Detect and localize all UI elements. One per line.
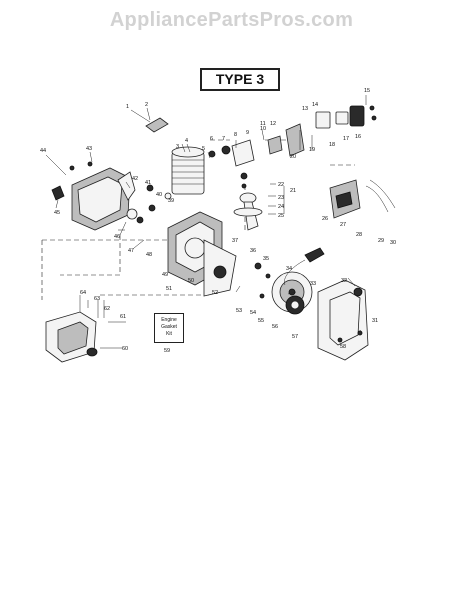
- callout-52: 52: [212, 290, 218, 296]
- fuel-tank: [45, 295, 105, 363]
- cylinder: [145, 117, 205, 195]
- callout-28: 28: [356, 232, 362, 238]
- callout-3: 3: [176, 144, 179, 150]
- kit-line-2: Gasket: [161, 324, 177, 330]
- callout-23: 23: [278, 195, 284, 201]
- callout-55: 55: [258, 318, 264, 324]
- callout-22: 22: [278, 182, 284, 188]
- callout-57: 57: [292, 334, 298, 340]
- callout-26: 26: [322, 216, 328, 222]
- small-hardware: [69, 105, 377, 343]
- recoil-housing: [317, 279, 369, 361]
- callout-11: 11: [260, 121, 266, 127]
- kit-line-3: Kit: [166, 331, 172, 337]
- piston-rod: [233, 192, 263, 231]
- callout-41: 41: [145, 180, 151, 186]
- callout-21: 21: [290, 188, 296, 194]
- callout-14: 14: [312, 102, 318, 108]
- starter-handle: [284, 247, 325, 286]
- carburetor-assembly: [231, 105, 365, 167]
- callout-58: 58: [340, 344, 346, 350]
- callout-2: 2: [145, 102, 148, 108]
- callout-53: 53: [236, 308, 242, 314]
- callout-17: 17: [343, 136, 349, 142]
- callout-56: 56: [272, 324, 278, 330]
- kit-part-number: 59: [164, 348, 171, 354]
- callout-48: 48: [146, 252, 152, 258]
- callout-32: 32: [341, 278, 347, 284]
- callout-44: 44: [40, 148, 46, 154]
- callout-50: 50: [188, 278, 194, 284]
- callout-16: 16: [355, 134, 361, 140]
- callout-18: 18: [329, 142, 335, 148]
- callout-25: 25: [278, 213, 284, 219]
- callout-labels: 1 2 3 4 5 6 7 8 9 10 11 12 13 14 15 16 1…: [40, 88, 396, 352]
- callout-4: 4: [185, 138, 188, 144]
- callout-1: 1: [126, 104, 129, 110]
- callout-24: 24: [278, 204, 284, 210]
- callout-7: 7: [222, 136, 225, 142]
- callout-5: 5: [202, 146, 205, 152]
- callout-61: 61: [120, 314, 126, 320]
- callout-64: 64: [80, 290, 86, 296]
- callout-12: 12: [270, 121, 276, 127]
- type-title-box: TYPE 3: [200, 68, 280, 91]
- callout-40: 40: [156, 192, 162, 198]
- callout-36: 36: [250, 248, 256, 254]
- callout-34: 34: [286, 266, 292, 272]
- callout-10: 10: [260, 126, 266, 132]
- callout-54: 54: [250, 310, 256, 316]
- callout-63: 63: [94, 296, 100, 302]
- callout-8: 8: [234, 132, 237, 138]
- callout-33: 33: [310, 281, 316, 287]
- callout-30: 30: [390, 240, 396, 246]
- callout-13: 13: [302, 106, 308, 112]
- callout-31: 31: [372, 318, 378, 324]
- callout-37: 37: [232, 238, 238, 244]
- assembly-guide-lines: [41, 139, 355, 300]
- callout-46: 46: [114, 234, 120, 240]
- callout-39: 39: [168, 198, 174, 204]
- engine-gasket-kit-box: Engine Gasket Kit: [154, 313, 184, 343]
- callout-9: 9: [246, 130, 249, 136]
- callout-43: 43: [86, 146, 92, 152]
- ignition-module: [329, 179, 396, 219]
- callout-27: 27: [340, 222, 346, 228]
- flywheel: [271, 271, 313, 315]
- callout-20: 20: [290, 154, 296, 160]
- callout-19: 19: [309, 147, 315, 153]
- callout-47: 47: [128, 248, 134, 254]
- muffler-assembly: [51, 167, 136, 231]
- callout-45: 45: [54, 210, 60, 216]
- kit-line-1: Engine: [161, 317, 177, 323]
- callout-49: 49: [162, 272, 168, 278]
- callout-42: 42: [132, 176, 138, 182]
- callout-leader-lines: [45, 95, 367, 349]
- callout-6: 6: [210, 136, 213, 142]
- site-watermark: AppliancePartsPros.com: [109, 9, 354, 31]
- callout-60: 60: [122, 346, 128, 352]
- callout-35: 35: [263, 256, 269, 262]
- crankcase: [167, 211, 237, 297]
- callout-62: 62: [104, 306, 110, 312]
- callout-15: 15: [364, 88, 370, 94]
- callout-51: 51: [166, 286, 172, 292]
- callout-29: 29: [378, 238, 384, 244]
